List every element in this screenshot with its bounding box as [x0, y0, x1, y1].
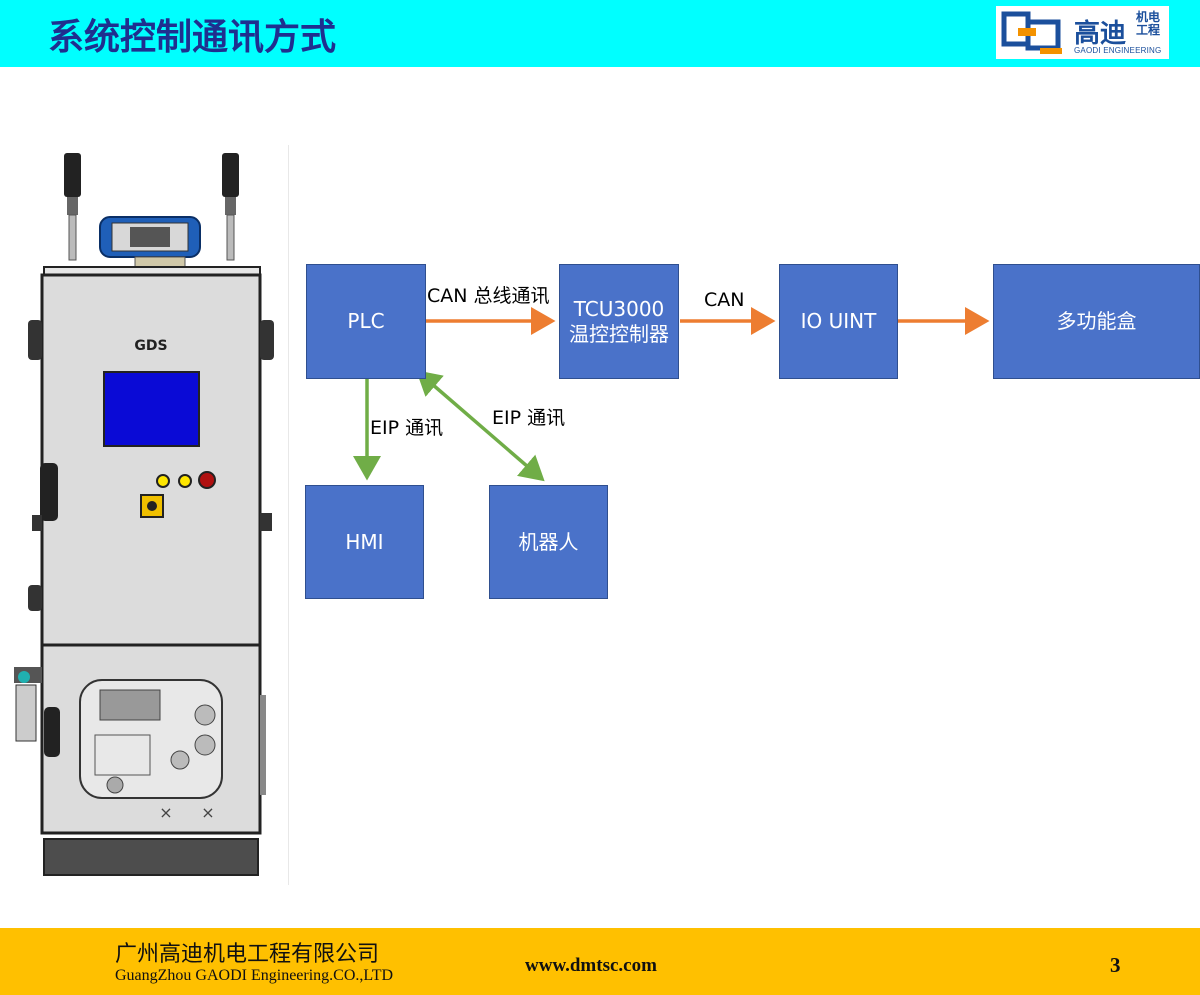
footer-company-cn: 广州高迪机电工程有限公司	[115, 942, 380, 967]
edge-label-can: CAN	[704, 289, 745, 311]
svg-text:×: ×	[159, 803, 172, 822]
arrow-plc-robot	[416, 370, 545, 482]
cabinet-badge: GDS	[134, 338, 167, 354]
node-hmi: HMI	[305, 485, 424, 599]
edge-label-eip-hmi: EIP 通讯	[370, 417, 444, 439]
divider-line	[288, 145, 289, 885]
footer-bar: 广州高迪机电工程有限公司 GuangZhou GAODI Engineering…	[0, 928, 1200, 995]
node-tcu3000: TCU3000温控控制器	[559, 264, 679, 379]
footer-website-link[interactable]: www.dmtsc.com	[525, 955, 657, 976]
control-cabinet-illustration: GDS × ×	[14, 153, 274, 876]
node-robot: 机器人	[489, 485, 608, 599]
node-multifunction-box: 多功能盒	[993, 264, 1200, 379]
svg-text:×: ×	[201, 803, 214, 822]
edge-label-can-bus: CAN 总线通讯	[427, 285, 550, 307]
header-bar: 系统控制通讯方式 高迪 机电工程 GAODI ENGINEERING	[0, 0, 1200, 67]
logo-mark-icon	[1001, 11, 1062, 54]
edge-label-eip-robot: EIP 通讯	[492, 407, 566, 429]
footer-company-en: GuangZhou GAODI Engineering.CO.,LTD	[115, 967, 394, 984]
node-io-unit: IO UINT	[779, 264, 898, 379]
node-plc: PLC	[306, 264, 426, 379]
logo-subtitle: 机电工程	[1136, 10, 1161, 37]
logo-name: 高迪	[1074, 19, 1127, 49]
logo-english: GAODI ENGINEERING	[1074, 46, 1162, 55]
page-title: 系统控制通讯方式	[48, 17, 337, 58]
company-logo: 高迪 机电工程 GAODI ENGINEERING	[996, 6, 1169, 59]
page-number: 3	[1110, 953, 1121, 977]
